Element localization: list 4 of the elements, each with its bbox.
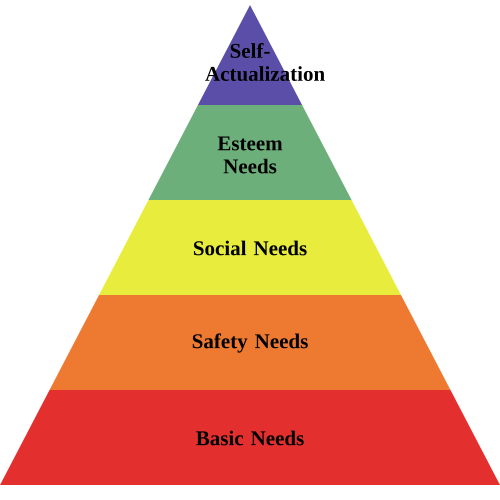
pyramid-level: Esteem Needs: [148, 105, 352, 200]
pyramid-level: Social Needs: [99, 200, 401, 295]
pyramid-level: Basic Needs: [0, 390, 500, 485]
pyramid-level: Safety Needs: [50, 295, 450, 390]
